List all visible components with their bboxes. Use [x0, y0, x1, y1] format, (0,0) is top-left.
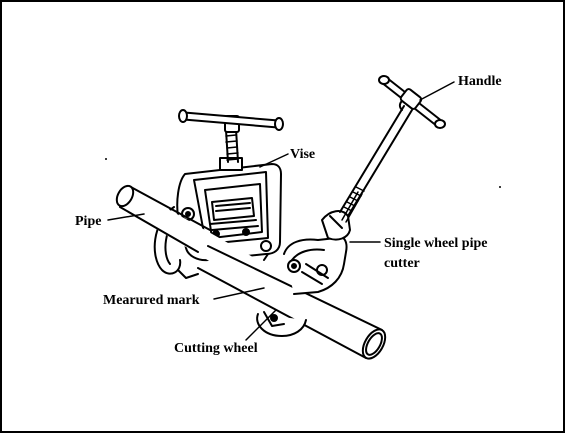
leader-vise	[259, 153, 289, 168]
vise-screw	[178, 109, 284, 163]
label-vise: Vise	[290, 147, 316, 162]
label-handle: Handle	[458, 74, 502, 89]
label-measured-mark: Mearured mark	[103, 293, 200, 308]
cutter-handle	[339, 75, 446, 223]
leader-lines	[107, 81, 455, 341]
label-cutting-wheel: Cutting wheel	[174, 341, 258, 356]
label-pipe: Pipe	[75, 214, 102, 229]
label-single-wheel-pipe-cutter-line2: cutter	[384, 256, 420, 271]
pipe	[115, 184, 387, 360]
label-single-wheel-pipe-cutter: Single wheel pipe	[384, 236, 488, 251]
leader-cutting-wheel	[245, 309, 277, 341]
leader-measured-mark	[213, 287, 265, 300]
leader-pipe	[107, 213, 145, 221]
leader-handle	[419, 81, 455, 101]
